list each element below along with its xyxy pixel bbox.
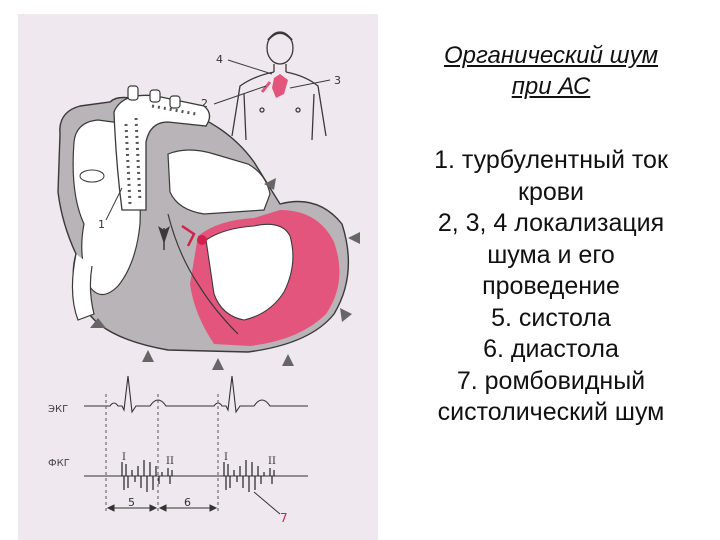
nipple-left <box>260 108 264 112</box>
segment-arrows <box>108 505 216 511</box>
vessel-opening <box>80 170 104 182</box>
legend-line: 5. систола <box>392 303 710 335</box>
title-line-2: при АС <box>392 71 710 102</box>
legend-line: 2, 3, 4 локализация <box>392 208 710 240</box>
legend-line: 6. диастола <box>392 334 710 366</box>
legend-line: крови <box>392 177 710 209</box>
sound-label-s1-a: I <box>122 452 126 463</box>
legend-text: 1. турбулентный ток крови 2, 3, 4 локали… <box>392 145 710 429</box>
neck <box>274 64 286 72</box>
sound-label-s2-a: II <box>166 456 174 467</box>
left-atrium <box>168 150 270 214</box>
sound-label-s1-b: I <box>224 452 228 463</box>
pcg-label: ФКГ <box>48 458 70 469</box>
sound-label-s2-b: II <box>268 456 276 467</box>
title-line-1: Органический шум <box>392 40 710 71</box>
legend-line: шума и его <box>392 240 710 272</box>
callout-7-line <box>254 492 280 514</box>
legend-line: систолический шум <box>392 397 710 429</box>
callout-3: 3 <box>334 74 341 87</box>
callout-6: 6 <box>184 496 191 509</box>
ecg-trace <box>84 376 308 412</box>
legend-line: 7. ромбовидный <box>392 366 710 398</box>
legend-line: проведение <box>392 271 710 303</box>
callout-1: 1 <box>98 218 105 231</box>
nipple-right <box>296 108 300 112</box>
heart-murmur-figure: 4 3 2 <box>18 14 378 540</box>
hair <box>268 33 292 40</box>
auscultation-zone <box>272 74 288 98</box>
torso-sides <box>244 94 314 140</box>
ecg-label: ЭКГ <box>48 404 68 415</box>
figure-svg: 4 3 2 <box>18 14 378 540</box>
callout-4: 4 <box>216 53 223 66</box>
slide-title: Органический шум при АС <box>392 40 710 102</box>
valve-jet <box>197 235 207 245</box>
legend-line: 1. турбулентный ток <box>392 145 710 177</box>
callout-5: 5 <box>128 496 135 509</box>
callout-7: 7 <box>280 511 288 525</box>
